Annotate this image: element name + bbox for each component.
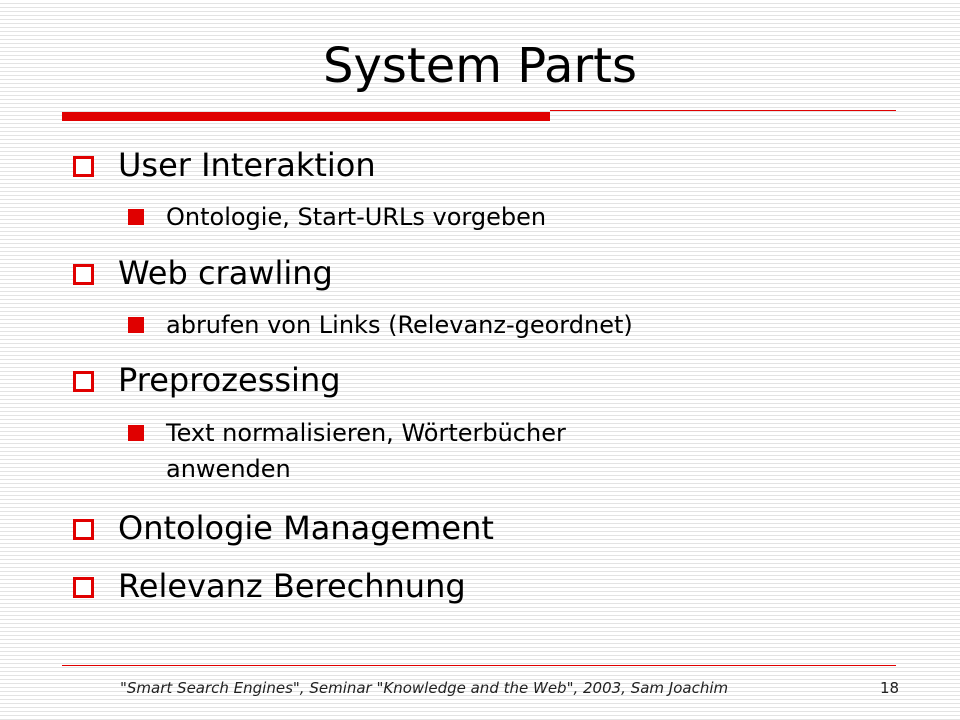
bullet-text: User Interaktion [118,146,376,184]
sub-bullet-text: abrufen von Links (Relevanz-geordnet) [166,311,633,339]
filled-square-bullet-icon [128,425,144,441]
title-underline-thick [62,112,550,121]
footer-text: "Smart Search Engines", Seminar "Knowled… [120,679,729,697]
hollow-square-bullet-icon [73,577,94,598]
page-number: 18 [880,679,900,697]
footer-divider [62,665,896,666]
slide-title: System Parts [322,38,637,94]
hollow-square-bullet-icon [73,371,94,392]
sub-bullet-text: anwenden [166,455,291,483]
sub-bullet-text: Text normalisieren, Wörterbücher [166,419,566,447]
filled-square-bullet-icon [128,317,144,333]
bullet-text: Relevanz Berechnung [118,567,466,605]
filled-square-bullet-icon [128,209,144,225]
hollow-square-bullet-icon [73,156,94,177]
hollow-square-bullet-icon [73,264,94,285]
sub-bullet-text: Ontologie, Start-URLs vorgeben [166,203,547,231]
bullet-text: Ontologie Management [118,509,494,547]
bullet-text: Preprozessing [118,361,341,399]
bullet-text: Web crawling [118,254,333,292]
title-underline-thin [550,110,896,111]
hollow-square-bullet-icon [73,519,94,540]
